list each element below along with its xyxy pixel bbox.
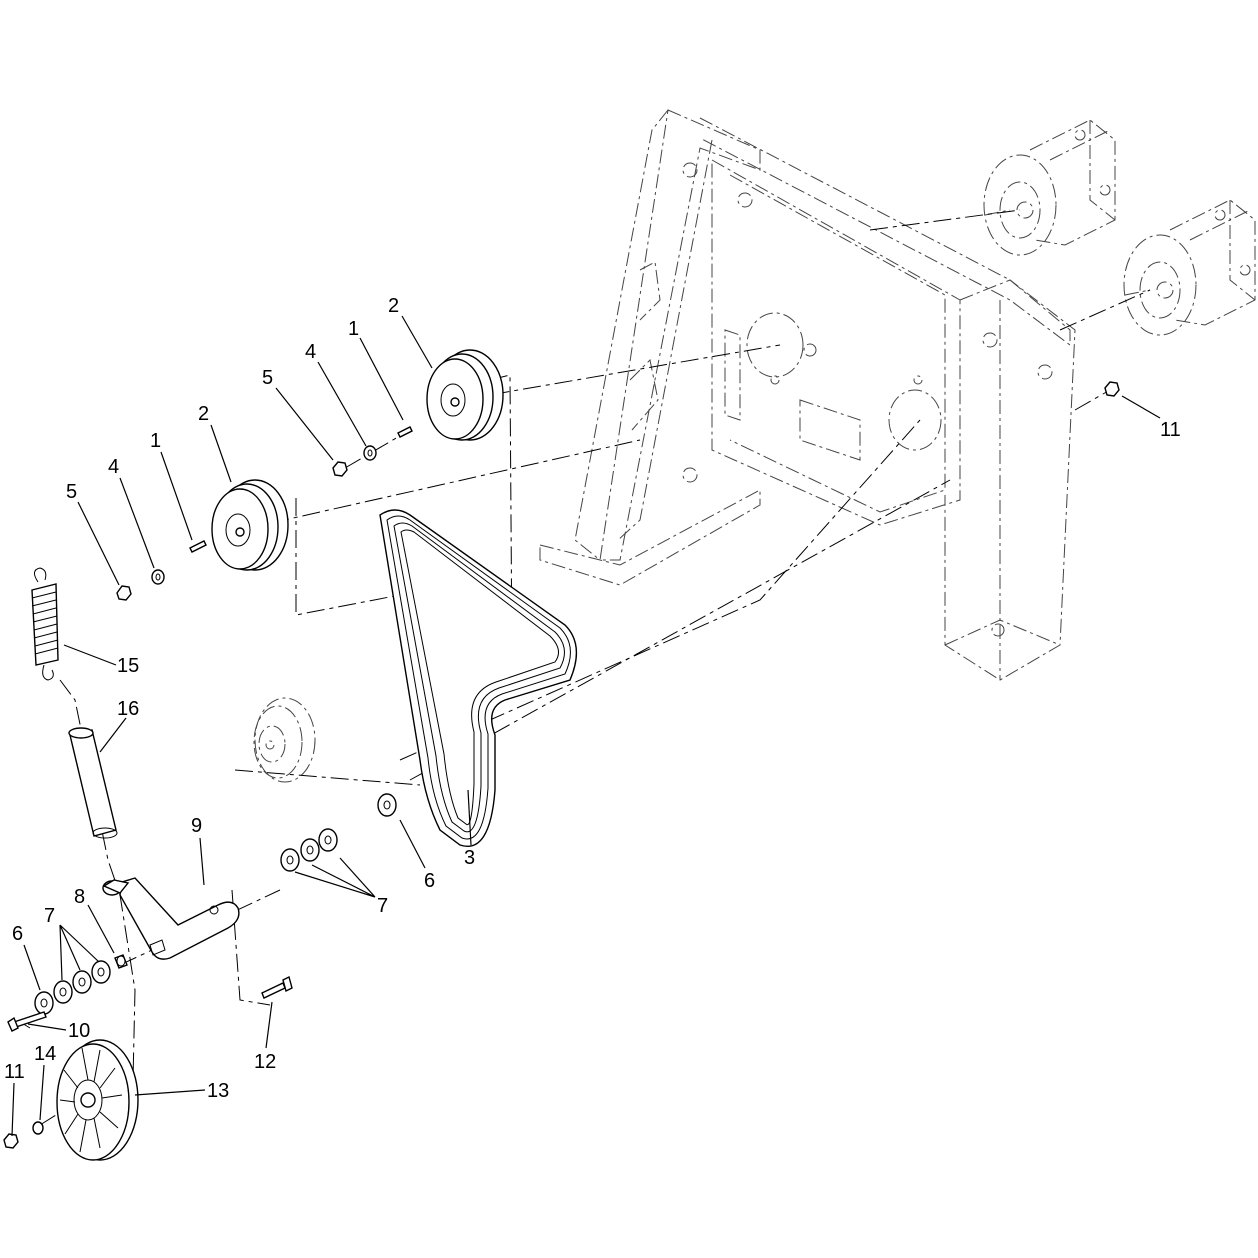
callout-idler-arm: 9 [191,815,202,837]
key-upper [397,426,413,438]
callout-sleeve: 16 [117,698,139,720]
leader-lines [11,315,1161,1137]
callout-spacer: 8 [74,886,85,908]
spacer-bushing [114,954,128,969]
phantom-pulley [253,697,316,783]
extension-spring [31,567,59,681]
callout-washer-upper: 4 [305,341,316,363]
callout-nut-frame: 11 [1160,419,1181,441]
callout-key-left: 1 [150,430,161,452]
pulley-upper [426,349,504,441]
callout-pulley-left: 2 [198,403,209,425]
callout-bolt-idler: 10 [68,1020,90,1042]
washer-stack-right [280,828,338,872]
drive-belt [379,509,578,847]
nut-11-lower [3,1133,19,1149]
bolt-mount [261,975,293,999]
pulley-left [211,479,289,571]
key-left [189,540,207,553]
washer-upper [363,445,377,461]
phantom-frame [539,109,1076,681]
washer-stack-left [34,960,111,1015]
idler-arm [102,877,240,960]
callout-bolt-mount: 12 [254,1051,276,1073]
bolt-idler [7,1011,47,1032]
phantom-hydraulic-pump-upper [983,119,1116,256]
spacer-sleeve [68,727,118,839]
callout-washer-left: 4 [108,456,119,478]
callout-washer-6-left: 6 [12,923,23,945]
callout-washers-7-left: 7 [44,905,55,927]
idler-pulley [56,1039,139,1161]
callout-key-upper: 1 [348,318,359,340]
washer-6-right [377,793,397,817]
callout-washer-6-right: 6 [424,870,435,892]
callout-nut-upper: 5 [262,367,273,389]
callout-nut-left: 5 [66,481,77,503]
callout-pulley-upper: 2 [388,295,399,317]
washer-left [151,569,165,585]
phantom-hydraulic-pump-lower [1123,199,1256,336]
callout-nut-lower: 11 [4,1061,25,1083]
callout-washers-7-right: 7 [377,895,388,917]
callout-idler-pulley: 13 [207,1080,229,1102]
callout-washer-14: 14 [34,1043,56,1065]
callout-spring: 15 [117,655,139,677]
callout-belt: 3 [464,847,475,869]
nut-left [116,585,132,601]
nut-11-frame [1104,381,1120,397]
callout-labels: 2 1 4 5 2 1 4 5 11 15 16 9 3 6 7 8 7 6 1… [4,295,1181,1102]
washer-14 [32,1121,44,1135]
nut-upper [332,461,348,477]
